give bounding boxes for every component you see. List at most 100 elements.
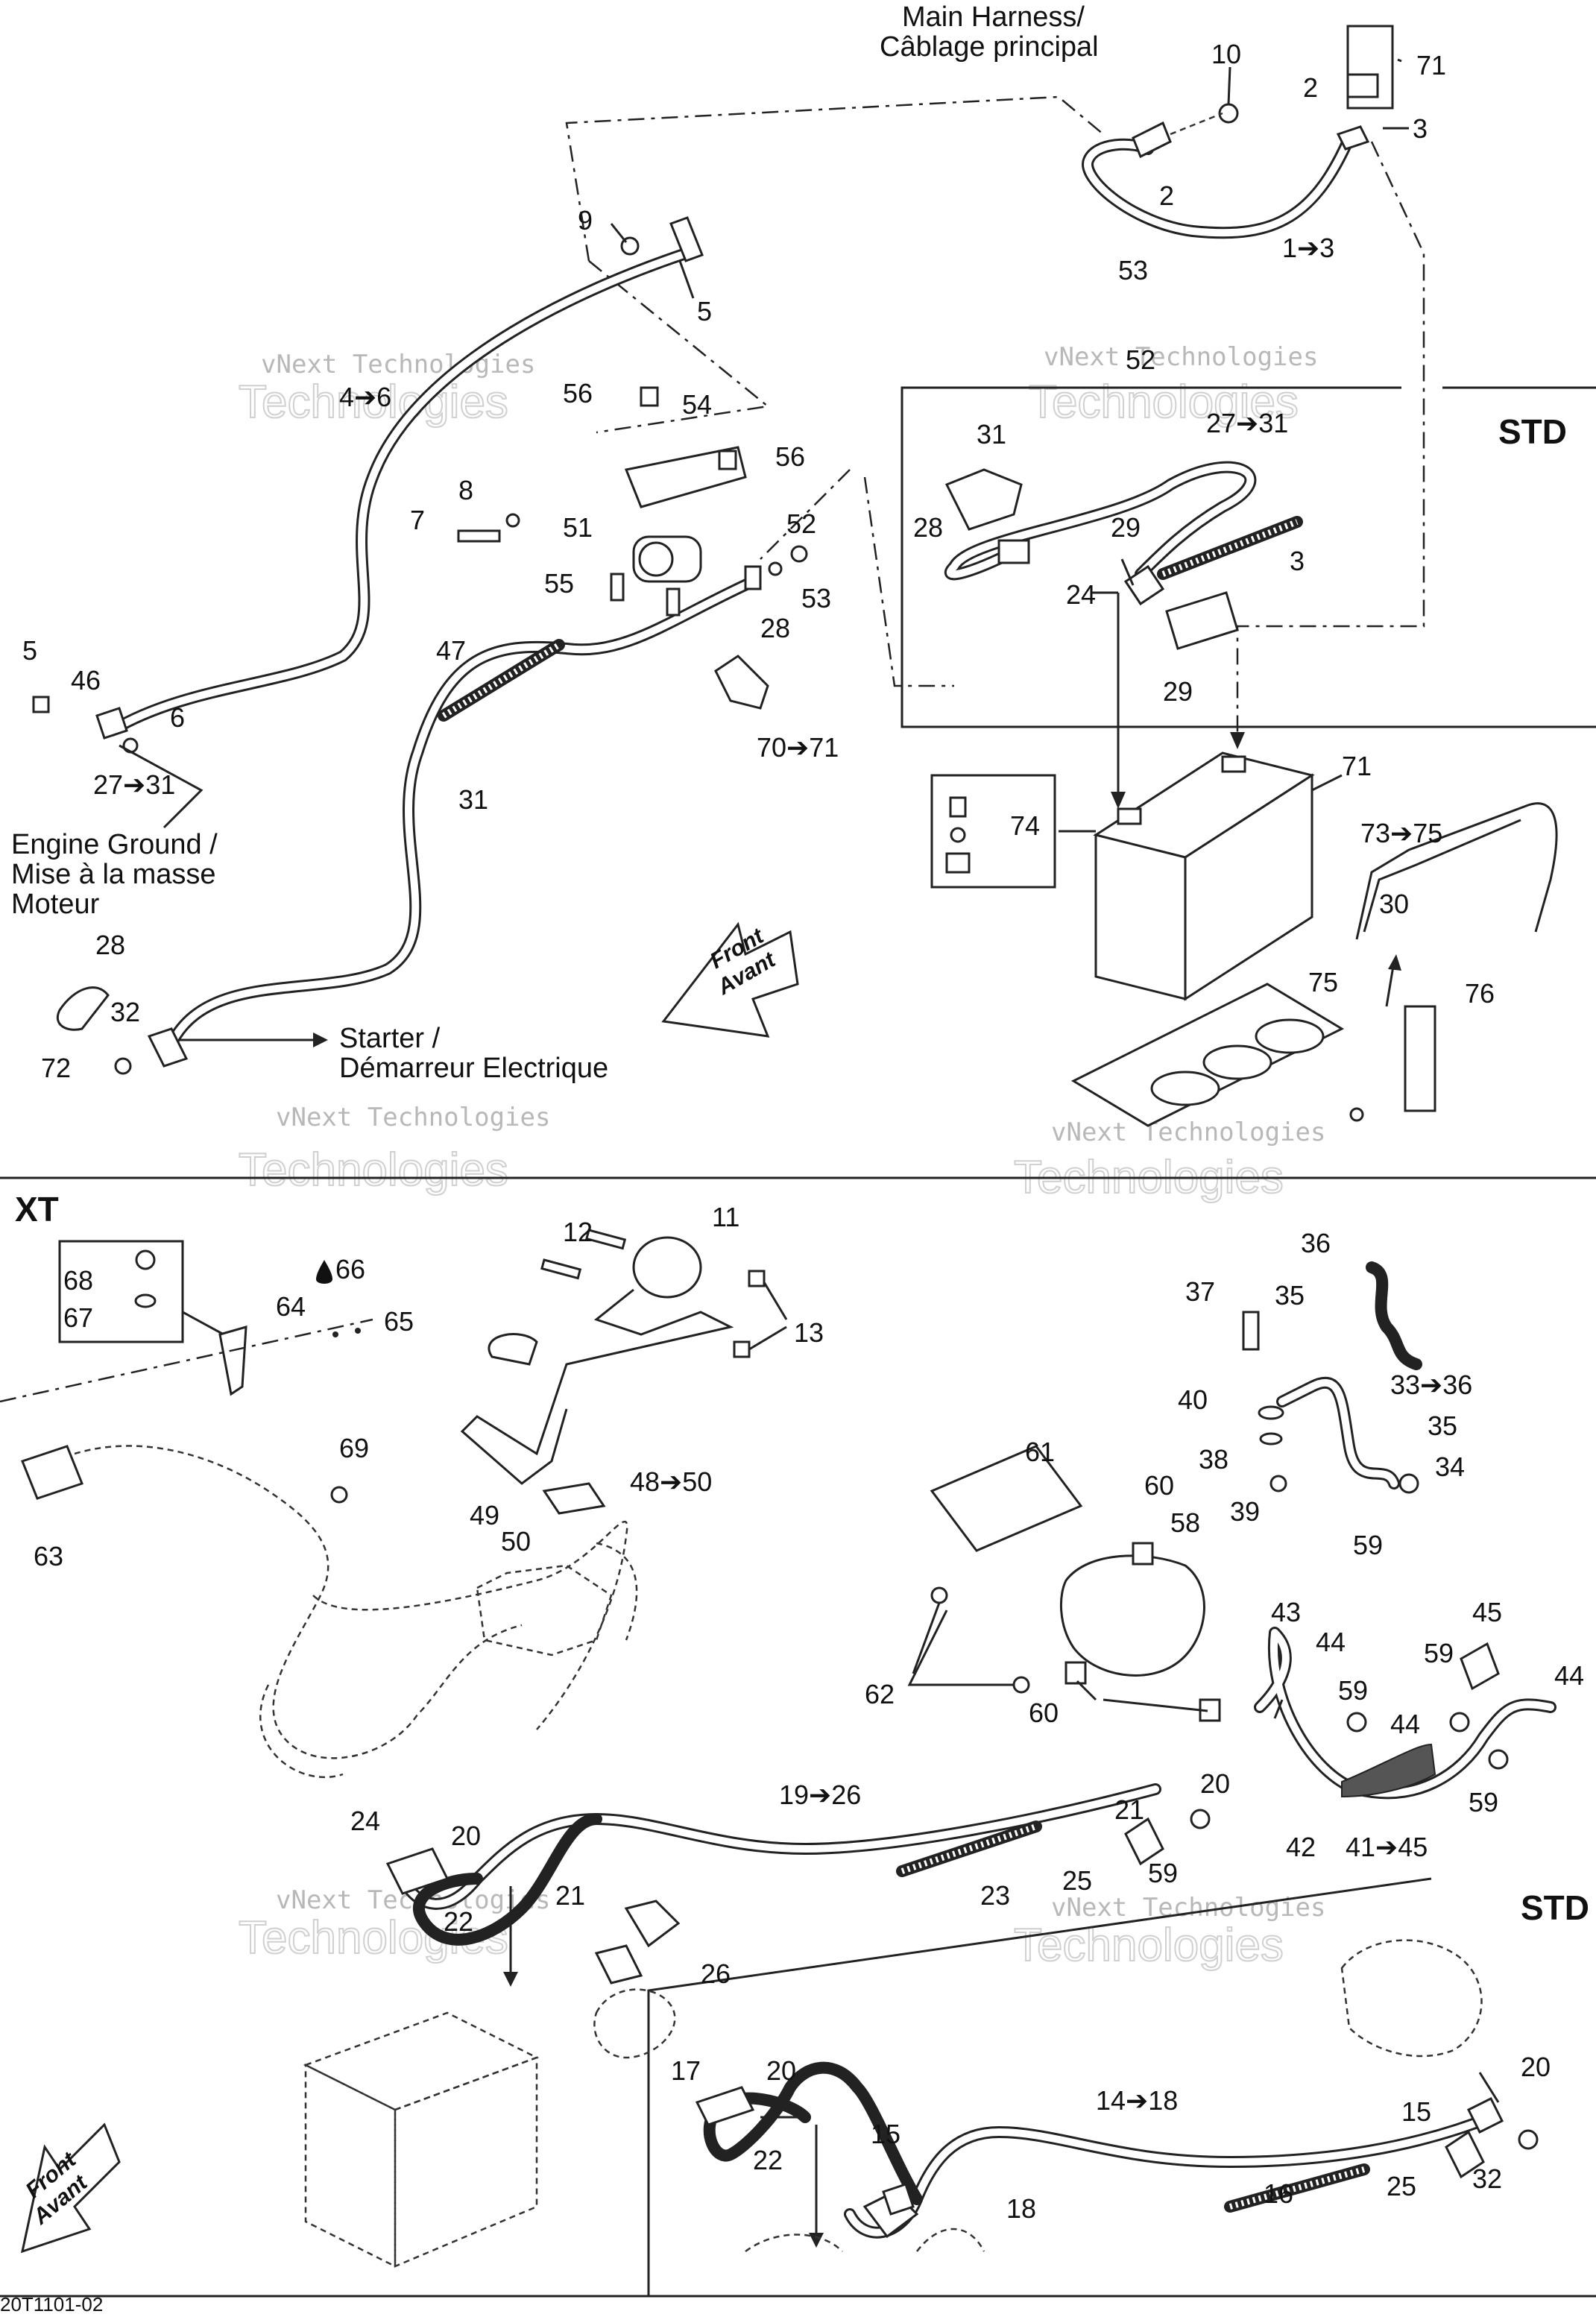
leader-line [863, 476, 954, 687]
callout: 3 [1290, 546, 1305, 576]
note-engine-ground: Engine Ground / [11, 829, 218, 860]
washer-52 [768, 561, 783, 576]
screw-55 [666, 587, 681, 617]
callout: 32 [110, 997, 140, 1027]
bolt-47 [32, 696, 50, 713]
watermark-text: Technologies [239, 1144, 508, 1196]
callout: 62 [865, 1679, 895, 1709]
boot-25 [1445, 2130, 1485, 2179]
callout: 34 [1435, 1451, 1465, 1482]
callout: 60 [1029, 1697, 1059, 1728]
bolt-60 [1064, 1661, 1087, 1685]
nut-59 [1398, 1473, 1419, 1494]
terminal-15 [882, 2183, 915, 2216]
callout: 30 [1379, 889, 1409, 919]
nut-59 [1449, 1712, 1470, 1733]
callout: 23 [980, 1880, 1010, 1911]
leader-line [760, 469, 851, 560]
cover-24 [1165, 591, 1239, 650]
nut-56 [718, 450, 737, 470]
section-frames [0, 386, 1596, 2298]
callout: 6 [170, 702, 185, 733]
front-arrow-icon: Front Avant [661, 921, 799, 1038]
boot-25 [1124, 1817, 1164, 1866]
callout: 75 [1308, 967, 1338, 997]
terminal-28 [147, 1027, 189, 1068]
cable-loop [460, 1288, 734, 1485]
terminal-2 [1132, 121, 1172, 159]
top-drawing: Front Avant [32, 25, 1558, 1127]
callout: 59 [1469, 1787, 1498, 1818]
callout: 18 [1006, 2193, 1036, 2224]
droplet-icon [316, 1260, 332, 1284]
main-harness [74, 1445, 523, 1759]
nut-32 [114, 1057, 132, 1075]
callout: 61 [1025, 1437, 1055, 1467]
leader-line [588, 260, 770, 434]
screw-55 [610, 573, 625, 602]
callout: 12 [563, 1217, 593, 1247]
solenoid-58 [1059, 1554, 1205, 1677]
callout: 73➔75 [1360, 818, 1442, 848]
callout: 72 [41, 1053, 71, 1083]
callout: 25 [1387, 2171, 1416, 2201]
clip-69 [330, 1486, 348, 1504]
washer-8 [505, 513, 520, 528]
callout: 56 [775, 441, 805, 472]
cover-24 [385, 1847, 450, 1895]
std-bottom-drawing [695, 1939, 1539, 2253]
callouts-top: 10 71 2 3 2 1➔3 9 5 4➔6 53 52 56 54 56 8… [22, 39, 1495, 1083]
bolt-60 [1132, 1542, 1154, 1566]
callout: 11 [712, 1202, 739, 1232]
callout: 59 [1353, 1530, 1383, 1560]
callout: 2 [1303, 72, 1318, 103]
callout: 24 [1066, 579, 1096, 610]
callout: 7 [410, 505, 425, 535]
connector-49 [542, 1482, 606, 1515]
callout: 29 [1111, 512, 1141, 543]
xt-drawing: Front Avant [0, 1229, 1556, 2269]
callout: 38 [1199, 1444, 1228, 1475]
callout: 44 [1316, 1627, 1346, 1657]
nut-13 [748, 1270, 766, 1287]
watermark-text: Technologies [1029, 376, 1299, 428]
callout: 36 [1301, 1228, 1331, 1258]
callout: 45 [1472, 1597, 1502, 1627]
terminal-2 [1336, 125, 1370, 151]
boot-31 [944, 468, 1023, 531]
callout: 50 [501, 1526, 531, 1557]
watermark-text: vNext Technologies [261, 350, 535, 379]
callout: 35 [1275, 1280, 1305, 1311]
callout: 59 [1424, 1638, 1454, 1668]
drawing-code: 20T1101-02 [0, 2293, 103, 2316]
callout: 28 [95, 930, 125, 960]
callout: 44 [1554, 1660, 1584, 1691]
callout: 53 [1118, 255, 1148, 286]
note-main-harness: Main Harness/ [902, 1, 1085, 33]
std-top-frame [900, 386, 1596, 728]
callout: 65 [384, 1306, 414, 1337]
callout: 71 [1342, 751, 1372, 781]
fuse-box [476, 1564, 613, 1656]
callout: 33➔36 [1390, 1369, 1472, 1400]
nut-53 [790, 545, 808, 563]
callout: 58 [1170, 1507, 1200, 1538]
hardware-box-67-68 [58, 1240, 184, 1343]
callout: 69 [339, 1433, 369, 1463]
callout: 17 [671, 2055, 701, 2086]
callout: 76 [1465, 978, 1495, 1009]
cover-17 [695, 2086, 755, 2126]
callout: 3 [1413, 113, 1428, 144]
callout: 24 [350, 1806, 380, 1836]
terminal-block-71 [1346, 73, 1379, 98]
callout: 21 [555, 1880, 585, 1911]
callout: 49 [470, 1500, 499, 1531]
cable-1-3 [1082, 132, 1355, 239]
cable-4-6 [106, 248, 692, 737]
callout: 5 [22, 635, 37, 666]
callout: 19➔26 [779, 1779, 861, 1810]
plate-61 [930, 1445, 1083, 1552]
callout: 39 [1230, 1496, 1260, 1527]
callout: 41➔45 [1346, 1832, 1428, 1862]
